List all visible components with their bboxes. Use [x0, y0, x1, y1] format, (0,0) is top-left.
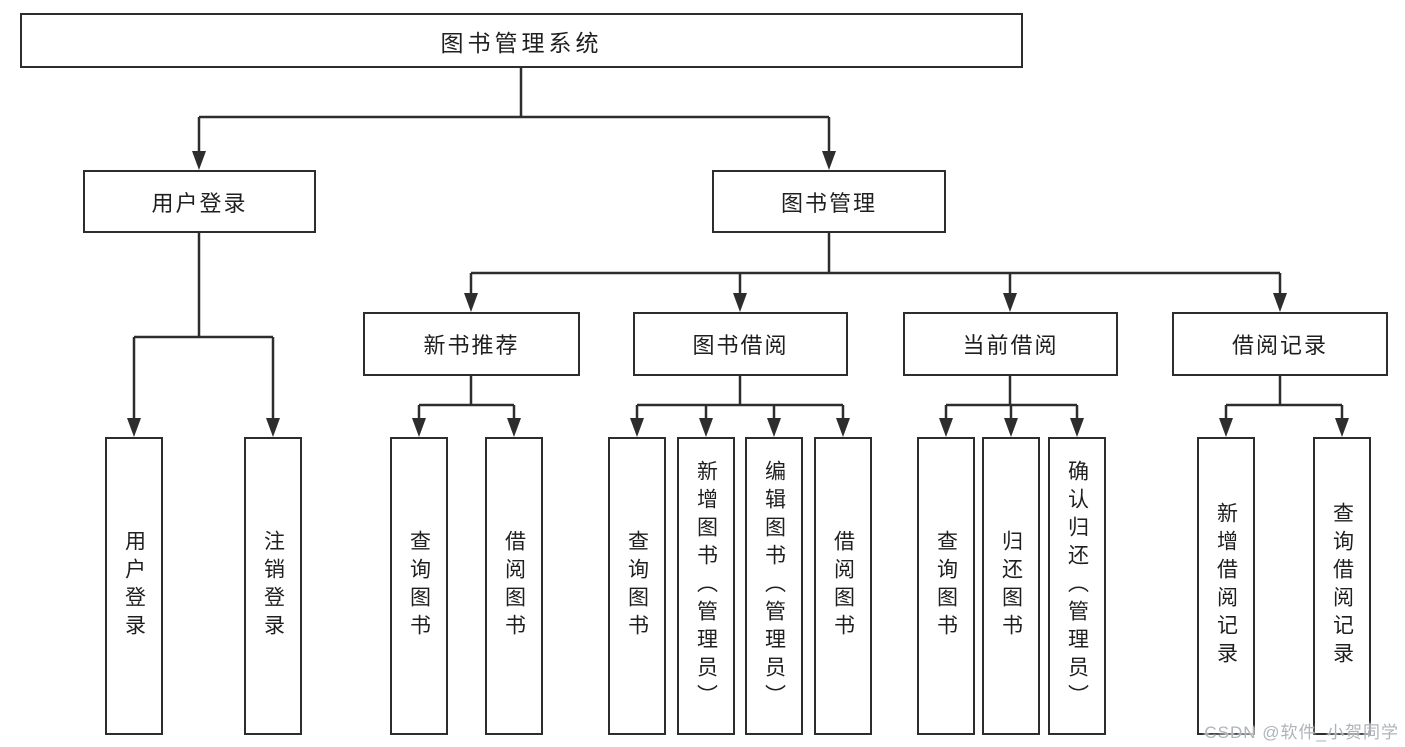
arrowheads	[127, 151, 1349, 437]
node-label: 图书借阅	[692, 333, 789, 358]
leaf-recommend-query-books: 查询图书	[390, 437, 448, 735]
node-label: 查询图书	[407, 530, 431, 642]
node-label: 编辑图书（管理员）	[762, 460, 786, 712]
arrowhead	[939, 418, 953, 437]
arrowhead	[767, 418, 781, 437]
connector-new-book-recommendation-branch	[417, 376, 516, 423]
leaf-borrowing-borrow-books: 借阅图书	[814, 437, 872, 735]
arrowhead	[1003, 293, 1017, 312]
node-label: 注销登录	[261, 530, 285, 642]
arrowhead	[733, 293, 747, 312]
node-label: 图书管理系统	[440, 29, 603, 56]
node-label: 借阅图书	[502, 530, 526, 642]
leaf-current-return-books: 归还图书	[982, 437, 1040, 735]
leaf-user-login: 用户登录	[105, 437, 163, 735]
node-label: 用户登录	[122, 530, 146, 642]
node-label: 新书推荐	[423, 333, 520, 358]
node-user-login: 用户登录	[83, 170, 316, 233]
leaf-current-query-books: 查询图书	[917, 437, 975, 735]
node-label: 新增借阅记录	[1214, 502, 1238, 670]
node-label: 查询图书	[934, 530, 958, 642]
arrowhead	[127, 418, 141, 437]
arrowhead	[1335, 418, 1349, 437]
node-label: 图书管理	[780, 190, 877, 216]
arrowhead	[464, 293, 478, 312]
node-label: 归还图书	[999, 530, 1023, 642]
node-label: 用户登录	[151, 190, 248, 216]
arrowhead	[1070, 418, 1084, 437]
connector-user-login-branch	[132, 233, 275, 423]
node-label: 查询图书	[625, 530, 649, 642]
node-label: 确认归还（管理员）	[1065, 460, 1089, 712]
node-label: 新增图书（管理员）	[694, 460, 718, 712]
csdn-watermark: CSDN @软件_小贺同学	[1204, 723, 1399, 742]
arrowhead	[822, 151, 836, 170]
arrowhead	[507, 418, 521, 437]
leaf-borrowing-add-books-admin: 新增图书（管理员）	[677, 437, 735, 735]
arrowhead	[1273, 293, 1287, 312]
arrowhead	[1004, 418, 1018, 437]
leaf-borrowing-query-books: 查询图书	[608, 437, 666, 735]
connector-borrowing-records-branch	[1224, 376, 1344, 423]
leaf-recommend-borrow-books: 借阅图书	[485, 437, 543, 735]
node-book-borrowing: 图书借阅	[633, 312, 848, 376]
connector-book-borrowing-branch	[635, 376, 845, 423]
leaf-current-confirm-return-admin: 确认归还（管理员）	[1048, 437, 1106, 735]
arrowhead	[266, 418, 280, 437]
leaf-logout: 注销登录	[244, 437, 302, 735]
node-current-borrowing: 当前借阅	[903, 312, 1118, 376]
leaf-records-query-borrow-record: 查询借阅记录	[1313, 437, 1371, 735]
leaf-borrowing-edit-books-admin: 编辑图书（管理员）	[745, 437, 803, 735]
connector-book-management-branch	[469, 233, 1282, 298]
leaf-records-add-borrow-record: 新增借阅记录	[1197, 437, 1255, 735]
node-label: 借阅图书	[831, 530, 855, 642]
arrowhead	[1219, 418, 1233, 437]
node-label: 当前借阅	[962, 333, 1059, 358]
arrowhead	[630, 418, 644, 437]
node-new-book-recommendation: 新书推荐	[363, 312, 580, 376]
arrowhead	[699, 418, 713, 437]
connector-root	[197, 68, 831, 156]
node-library-management-system: 图书管理系统	[20, 13, 1023, 68]
node-label: 借阅记录	[1231, 333, 1328, 358]
arrowhead	[836, 418, 850, 437]
node-label: 查询借阅记录	[1330, 502, 1354, 670]
arrowhead	[192, 151, 206, 170]
node-borrowing-records: 借阅记录	[1172, 312, 1388, 376]
arrowhead	[412, 418, 426, 437]
node-book-management: 图书管理	[712, 170, 946, 233]
connector-current-borrowing-branch	[944, 376, 1079, 423]
